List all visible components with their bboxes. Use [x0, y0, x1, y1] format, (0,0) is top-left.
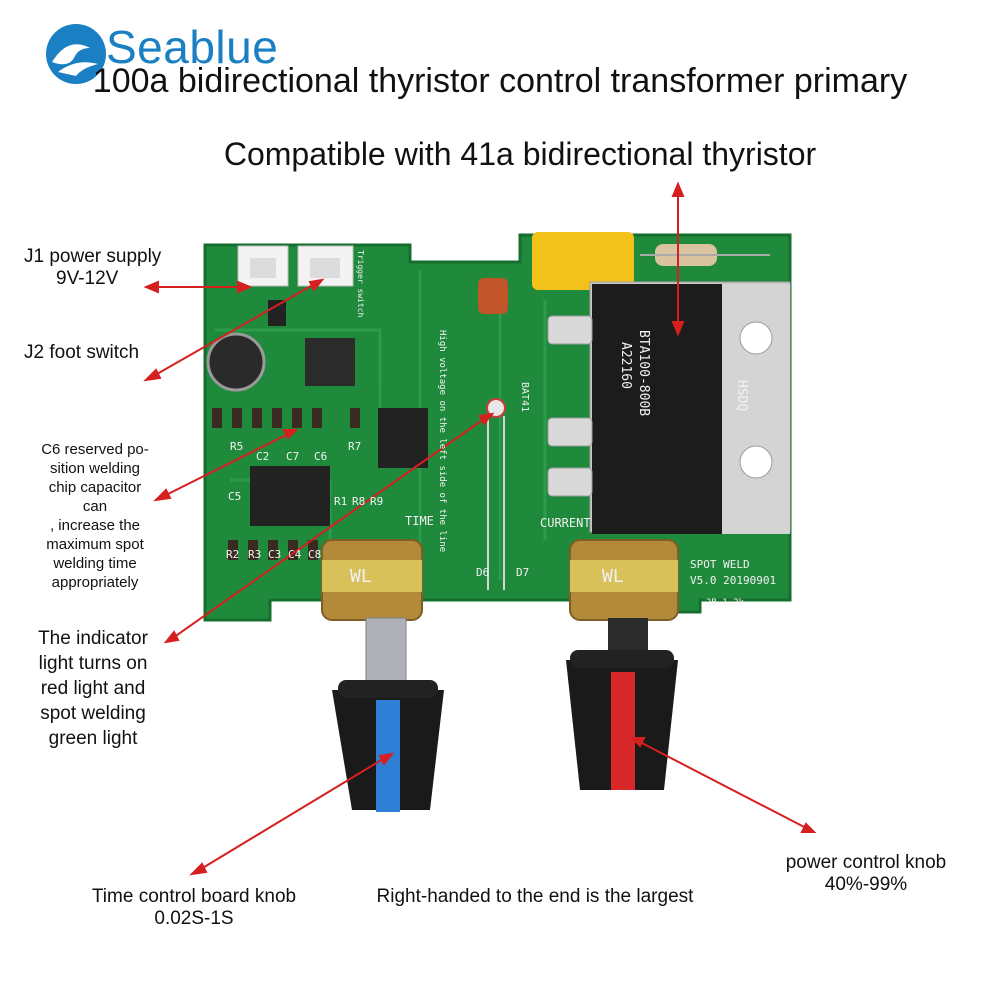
label-power-knob-line-1: power control knob	[785, 852, 947, 873]
label-c6-line-1: C6 reserved po-	[41, 441, 149, 458]
ref-c3: C3	[268, 548, 281, 561]
label-j1-line-2: 9V-12V	[56, 268, 119, 289]
optocoupler-chip	[378, 408, 428, 468]
thyristor-marking-1: BTA100-800B	[636, 330, 651, 416]
label-right-handed: Right-handed to the end is the largest	[376, 886, 694, 907]
ref-r5: R5	[230, 440, 243, 453]
label-indicator-line-4: spot welding	[40, 703, 146, 724]
ref-r9: R9	[370, 495, 383, 508]
label-indicator-light: The indicator light turns on red light a…	[18, 626, 168, 751]
pcb-text-product-1: SPOT WELD	[690, 558, 750, 571]
label-c6-reserved: C6 reserved po- sition welding chip capa…	[20, 440, 170, 592]
label-indicator-line-5: green light	[48, 728, 138, 749]
label-c6-line-8: appropriately	[51, 574, 139, 591]
ref-c2: C2	[256, 450, 269, 463]
label-indicator-line-2: light turns on	[38, 653, 148, 674]
heatsink-marking: HSDQ	[734, 380, 749, 411]
thyristor-marking-2: A22160	[618, 342, 633, 389]
ref-c8: C8	[308, 548, 321, 561]
pcb-text-bat41: BAT41	[519, 382, 530, 412]
ref-r7: R7	[348, 440, 361, 453]
brand-logo	[46, 24, 106, 84]
label-c6-line-5: , increase the	[49, 517, 141, 534]
label-c6-line-3: chip capacitor	[48, 479, 142, 496]
label-c6-line-6: maximum spot	[46, 536, 144, 553]
label-j1-line-1: J1 power supply	[24, 246, 162, 267]
ref-r8: R8	[352, 495, 365, 508]
ref-d7: D7	[516, 566, 529, 579]
pcb-text-hv-note: High voltage on the left side of the lin…	[437, 330, 447, 552]
brand-name: Seablue	[106, 21, 279, 73]
ref-r1: R1	[334, 495, 347, 508]
yellow-capacitor	[532, 232, 634, 290]
title-line-2: Compatible with 41a bidirectional thyris…	[223, 136, 817, 172]
ref-r2: R2	[226, 548, 239, 561]
component-ref-labels: R5 C2 C7 C6 R7 C5 R1 R8 R9 R2 R3 C3 C4 C…	[226, 440, 529, 579]
label-time-knob: Time control board knob 0.02S-1S	[64, 886, 324, 930]
ref-d6: D6	[476, 566, 489, 579]
ref-c4: C4	[288, 548, 302, 561]
pcb-text-product-3: 2B-1.2k	[706, 598, 745, 608]
ref-c7: C7	[286, 450, 299, 463]
pcb-text-time: TIME	[405, 514, 434, 528]
thyristor	[592, 284, 722, 534]
label-j2-foot-switch: J2 foot switch	[24, 342, 140, 363]
label-power-knob: power control knob 40%-99%	[756, 852, 976, 896]
power-knob-brand: WL	[602, 566, 624, 587]
label-power-knob-line-2: 40%-99%	[824, 874, 908, 895]
ref-c6: C6	[314, 450, 327, 463]
pcb-text-product-2: V5.0 20190901	[690, 574, 776, 587]
time-knob-brand: WL	[350, 566, 372, 587]
ref-r3: R3	[248, 548, 261, 561]
label-c6-line-4: can	[82, 498, 108, 515]
label-indicator-line-3: red light and	[40, 678, 146, 699]
label-c6-line-7: welding time	[53, 555, 137, 572]
timer-ic	[250, 466, 330, 526]
ref-c5: C5	[228, 490, 241, 503]
pcb-text-current: CURRENT	[540, 516, 591, 530]
label-time-knob-line-2: 0.02S-1S	[154, 908, 234, 929]
label-time-knob-line-1: Time control board knob	[91, 886, 297, 907]
label-c6-line-2: sition welding	[49, 460, 141, 477]
pcb-text-trigger: Trigger switch	[356, 250, 365, 318]
indicator-led	[486, 398, 506, 418]
label-indicator-line-1: The indicator	[38, 628, 148, 649]
label-j1-power-supply: J1 power supply 9V-12V	[24, 246, 184, 290]
title-line-1: 100a bidirectional thyristor control tra…	[92, 62, 908, 100]
electrolytic-capacitor	[206, 332, 266, 392]
